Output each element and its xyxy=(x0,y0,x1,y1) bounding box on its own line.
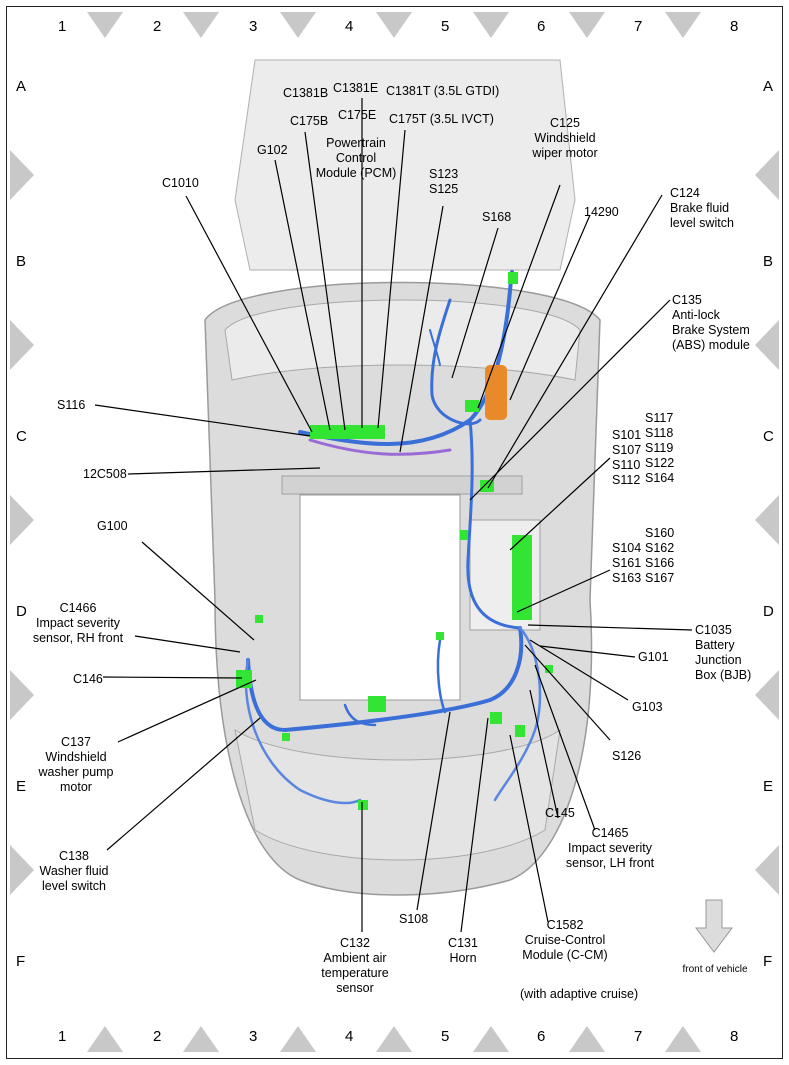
grid-col-3-bottom: 3 xyxy=(249,1028,258,1045)
grid-col-1-bottom: 1 xyxy=(58,1028,67,1045)
label-adaptive-cruise: (with adaptive cruise) xyxy=(520,987,639,1001)
grid-col-4-bottom: 4 xyxy=(345,1028,354,1045)
grid-col-7-top: 7 xyxy=(634,18,643,35)
label-g102: G102 xyxy=(257,143,288,157)
label-s116: S116 xyxy=(57,398,86,412)
grid-col-8-bottom: 8 xyxy=(730,1028,739,1045)
grid-row-a-left: A xyxy=(16,78,27,95)
grid-col-5-top: 5 xyxy=(441,18,450,35)
grid-row-d-right: D xyxy=(763,603,774,620)
grid-row-f-left: F xyxy=(16,953,26,970)
grid-row-b-left: B xyxy=(16,253,27,270)
grid-row-a-right: A xyxy=(763,78,774,95)
label-s168: S168 xyxy=(482,210,512,224)
grid-col-2-bottom: 2 xyxy=(153,1028,162,1045)
grid-row-c-left: C xyxy=(16,428,27,445)
label-c145: C145 xyxy=(545,806,575,820)
label-s126: S126 xyxy=(612,749,642,763)
label-c1010: C1010 xyxy=(162,176,199,190)
label-14290: 14290 xyxy=(584,205,619,219)
grid-col-1-top: 1 xyxy=(58,18,67,35)
grid-col-4-top: 4 xyxy=(345,18,354,35)
label-c1381t: C1381T (3.5L GTDI) xyxy=(386,84,500,98)
front-of-vehicle-label: front of vehicle xyxy=(682,964,748,975)
front-arrow xyxy=(695,899,733,953)
label-12c508: 12C508 xyxy=(83,467,127,481)
components xyxy=(236,272,553,810)
label-g100: G100 xyxy=(97,519,128,533)
grid-row-f-right: F xyxy=(763,953,773,970)
grid-row-e-left: E xyxy=(16,778,27,795)
grid-col-8-top: 8 xyxy=(730,18,739,35)
label-c175t: C175T (3.5L IVCT) xyxy=(389,112,494,126)
grid-markers xyxy=(10,12,779,1052)
label-s108: S108 xyxy=(399,912,429,926)
grid-col-3-top: 3 xyxy=(249,18,258,35)
grid-row-b-right: B xyxy=(763,253,774,270)
grid-col-5-bottom: 5 xyxy=(441,1028,450,1045)
label-c146: C146 xyxy=(73,672,103,686)
diagram-frame xyxy=(6,6,783,1059)
grid-col-6-top: 6 xyxy=(537,18,546,35)
grid-col-6-bottom: 6 xyxy=(537,1028,546,1045)
leader-lines xyxy=(94,98,693,933)
label-g103: G103 xyxy=(632,700,663,714)
grid-row-c-right: C xyxy=(763,428,774,445)
grid-col-2-top: 2 xyxy=(153,18,162,35)
label-c175e: C175E xyxy=(338,108,377,122)
label-c1381b: C1381B xyxy=(283,86,329,100)
harness-lines xyxy=(244,270,542,805)
vehicle-body xyxy=(204,59,601,896)
grid-row-d-left: D xyxy=(16,603,27,620)
label-g101: G101 xyxy=(638,650,669,664)
grid-row-e-right: E xyxy=(763,778,774,795)
label-c175b: C175B xyxy=(290,114,329,128)
grid-col-7-bottom: 7 xyxy=(634,1028,643,1045)
label-c1381e: C1381E xyxy=(333,81,379,95)
